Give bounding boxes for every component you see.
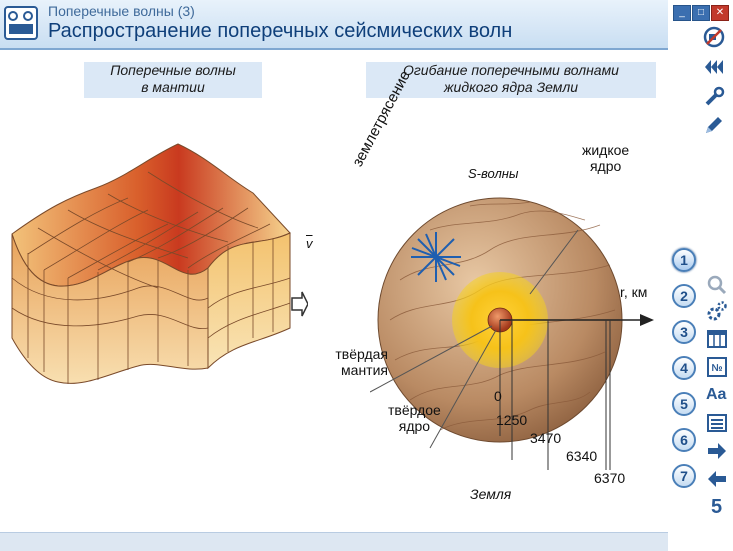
step-5-button[interactable]: 5 — [672, 392, 696, 416]
radius-label-6340: 6340 — [566, 448, 598, 464]
earth-label: Земля — [470, 486, 512, 502]
window-subtitle: Поперечные волны (3) — [48, 3, 195, 19]
velocity-arrow-icon — [291, 291, 308, 317]
step-2-button[interactable]: 2 — [672, 284, 696, 308]
back-arrow-icon[interactable] — [706, 468, 728, 490]
s-wave-rays-icon — [411, 232, 461, 282]
step-7-button[interactable]: 7 — [672, 464, 696, 488]
minimize-button[interactable]: _ — [673, 5, 691, 21]
page-number: 5 — [711, 496, 723, 518]
solid-core-line2: ядро — [398, 418, 431, 434]
solid-core-line1: твёрдое — [388, 402, 441, 418]
zoom-icon[interactable] — [706, 274, 728, 296]
status-bar — [0, 532, 668, 551]
radius-label-6370: 6370 — [594, 470, 626, 486]
settings-icon[interactable] — [706, 300, 728, 322]
caption-left: Поперечные волны в мантии — [84, 62, 262, 98]
step-6-button[interactable]: 6 — [672, 428, 696, 452]
pencil-icon[interactable] — [703, 114, 725, 136]
s-waves-label: S-волны — [468, 166, 519, 181]
radius-label-0: 0 — [494, 388, 502, 404]
solid-mantle-label: твёрдая мантия — [318, 346, 388, 378]
next-arrow-icon[interactable] — [706, 440, 728, 462]
mantle-block-illustration — [11, 143, 308, 384]
title-bar: Поперечные волны (3) Распространение поп… — [0, 0, 668, 50]
caption-left-line2: в мантии — [141, 79, 205, 95]
step-1-button[interactable]: 1 — [672, 248, 696, 272]
caption-right: Огибание поперечными волнами жидкого ядр… — [366, 62, 656, 98]
liquid-core-label: жидкое ядро — [582, 142, 629, 174]
earth-diagram — [370, 197, 654, 470]
radius-label-3470: 3470 — [530, 430, 562, 446]
font-button[interactable]: Aa — [706, 386, 727, 403]
close-button[interactable]: ✕ — [711, 5, 729, 21]
solid-mantle-line1: твёрдая — [335, 346, 388, 362]
rewind-icon[interactable] — [703, 56, 725, 78]
tools-icon[interactable] — [703, 86, 725, 108]
svg-text:№: № — [711, 363, 722, 374]
liquid-core-line1: жидкое — [582, 142, 630, 158]
axis-label: r, км — [620, 284, 648, 300]
radius-label-1250: 1250 — [496, 412, 528, 428]
caption-right-line2: жидкого ядра Земли — [443, 79, 579, 95]
content-area: Поперечные волны в мантии Огибание попер… — [0, 50, 668, 550]
solid-mantle-line2: мантия — [341, 362, 388, 378]
maximize-button[interactable]: □ — [692, 5, 710, 21]
step-3-button[interactable]: 3 — [672, 320, 696, 344]
step-4-button[interactable]: 4 — [672, 356, 696, 380]
list-icon[interactable] — [706, 412, 728, 434]
velocity-vector-label: v — [306, 236, 313, 251]
app-icon — [4, 6, 38, 40]
numbered-doc-icon[interactable]: № — [706, 356, 728, 378]
no-sound-icon[interactable] — [703, 26, 725, 48]
caption-right-line1: Огибание поперечными волнами — [403, 62, 619, 78]
caption-left-line1: Поперечные волны — [110, 62, 236, 78]
liquid-core-line2: ядро — [589, 158, 622, 174]
solid-core-label: твёрдое ядро — [388, 402, 441, 434]
window-title: Распространение поперечных сейсмических … — [48, 20, 513, 42]
table-icon[interactable] — [706, 328, 728, 350]
